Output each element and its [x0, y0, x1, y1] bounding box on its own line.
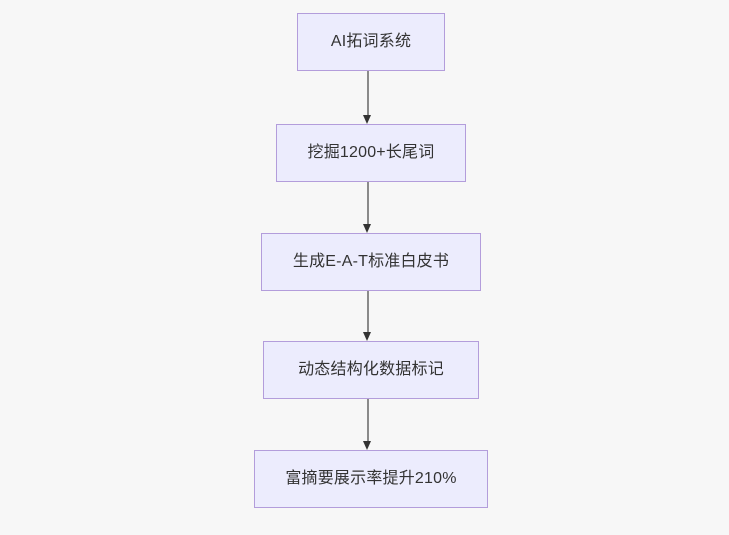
arrowhead-icon — [363, 332, 371, 341]
connector-arrow-1 — [363, 71, 372, 124]
connector-line — [366, 182, 369, 225]
connector-line — [366, 71, 369, 116]
flowchart-node-5[interactable]: 富摘要展示率提升210% — [254, 450, 488, 508]
arrowhead-icon — [363, 441, 371, 450]
flowchart-node-1[interactable]: AI拓词系统 — [297, 13, 445, 71]
node-label: 富摘要展示率提升210% — [285, 470, 457, 487]
node-label: AI拓词系统 — [330, 33, 412, 50]
connector-arrow-3 — [363, 291, 372, 341]
flowchart-node-2[interactable]: 挖掘1200+长尾词 — [276, 124, 466, 182]
arrowhead-icon — [363, 224, 371, 233]
connector-arrow-2 — [363, 182, 372, 233]
arrowhead-icon — [363, 115, 371, 124]
node-label: 挖掘1200+长尾词 — [307, 144, 435, 161]
connector-line — [366, 399, 369, 442]
flowchart-node-4[interactable]: 动态结构化数据标记 — [263, 341, 479, 399]
node-label: 动态结构化数据标记 — [298, 361, 444, 378]
node-label: 生成E-A-T标准白皮书 — [292, 253, 450, 270]
flowchart-node-3[interactable]: 生成E-A-T标准白皮书 — [261, 233, 481, 291]
connector-arrow-4 — [363, 399, 372, 450]
connector-line — [366, 291, 369, 333]
